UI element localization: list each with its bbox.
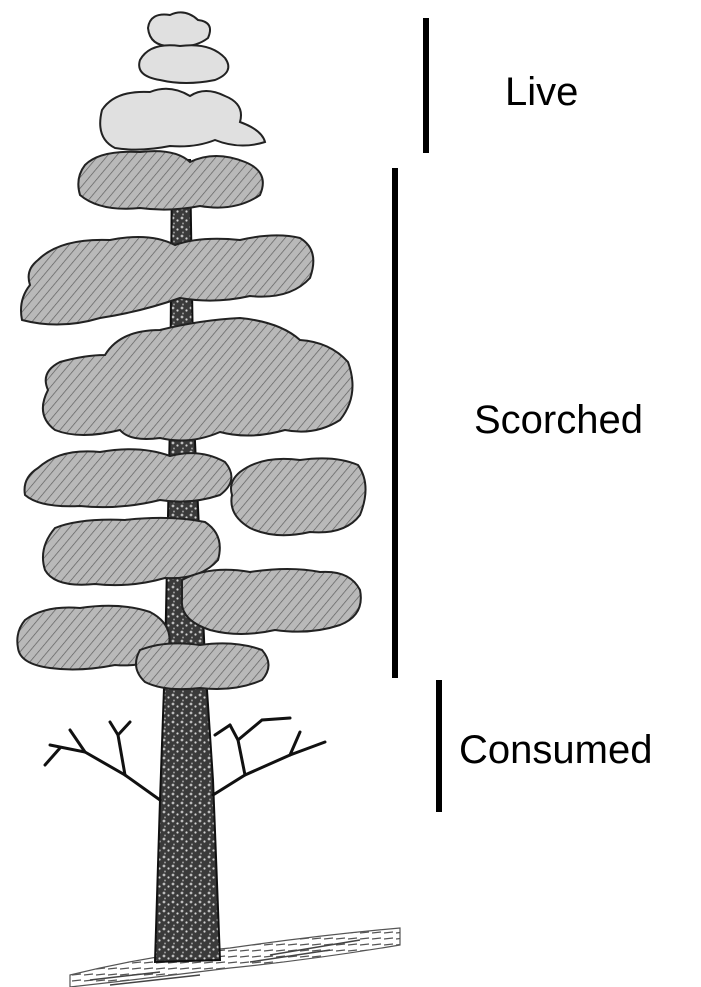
zone-brackets — [395, 18, 439, 812]
ground-illustration — [70, 928, 400, 987]
consumed-zone-label: Consumed — [459, 730, 652, 770]
scorched-zone-label: Scorched — [474, 400, 643, 440]
live-foliage-illustration — [100, 12, 265, 149]
live-zone-label: Live — [505, 72, 578, 112]
